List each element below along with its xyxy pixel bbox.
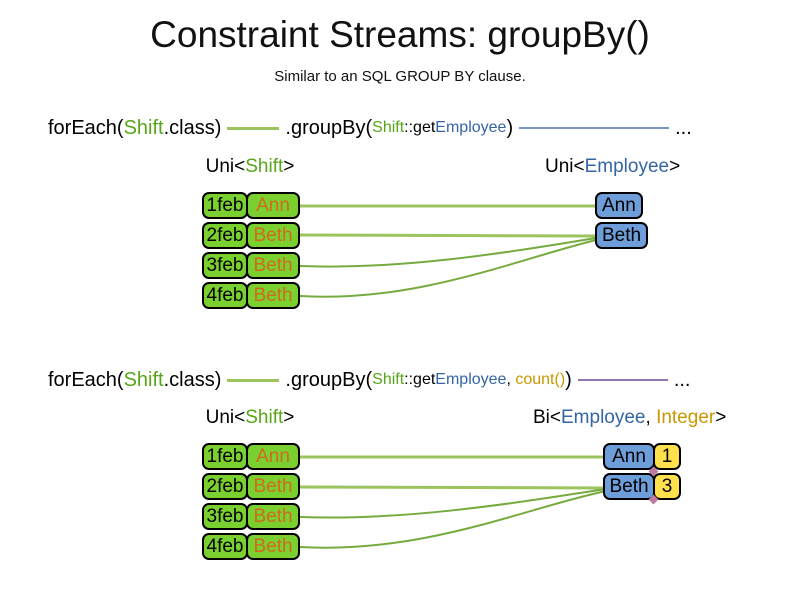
code-arg-type: Employee: [435, 119, 507, 136]
shift-employee-cell: Beth: [246, 473, 300, 500]
source-type-label-2: Uni<Shift>: [205, 407, 295, 428]
code-foreach-close: .class): [163, 116, 222, 139]
shift-table-1: 1feb Ann 2feb Beth 3feb Beth 4feb Beth: [202, 192, 300, 309]
employee-box: Ann: [595, 192, 643, 219]
code-groupby-open: .groupBy(: [285, 368, 373, 391]
code-foreach-arg: Shift: [123, 368, 164, 391]
shift-date-cell: 3feb: [202, 503, 248, 530]
employee-box: Ann: [603, 443, 655, 470]
wire-4feb-beth: [299, 239, 597, 298]
wire-2feb-beth-2: [299, 485, 607, 490]
shift-employee-cell: Beth: [246, 503, 300, 530]
stream-connector-purple: [577, 379, 668, 381]
code-arg-accessor: ::get: [404, 119, 436, 136]
count-box: 3: [653, 473, 681, 500]
wire-3feb-beth-2: [299, 488, 607, 519]
code-foreach-close: .class): [163, 368, 222, 391]
group-result-list-1: Ann Beth: [595, 192, 649, 249]
group-pair-row: Beth 3: [603, 473, 681, 500]
shift-date-cell: 1feb: [202, 443, 248, 470]
code-foreach-open: forEach(: [48, 368, 124, 391]
shift-employee-cell: Beth: [246, 222, 300, 249]
shift-employee-cell: Ann: [246, 192, 300, 219]
page-title: Constraint Streams: groupBy(): [150, 14, 650, 55]
code-foreach-arg: Shift: [123, 116, 164, 139]
code-arg-class: Shift: [372, 119, 405, 136]
table-row: 2feb Beth: [202, 222, 300, 249]
shift-employee-cell: Beth: [246, 282, 300, 309]
code-groupby-close: ): [565, 368, 572, 391]
group-pair-row: Ann 1: [603, 443, 681, 470]
stream-connector-blue: [519, 127, 670, 129]
code-ellipsis: ...: [675, 116, 692, 139]
shift-date-cell: 4feb: [202, 533, 248, 560]
shift-date-cell: 2feb: [202, 473, 248, 500]
code-arg-collector: count(): [515, 371, 566, 388]
table-row: 2feb Beth: [202, 473, 300, 500]
wire-3feb-beth: [299, 237, 597, 268]
stream-connector-green: [227, 378, 280, 382]
table-row: 1feb Ann: [202, 192, 300, 219]
wire-4feb-beth-2: [299, 490, 607, 549]
shift-date-cell: 1feb: [202, 192, 248, 219]
shift-employee-cell: Beth: [246, 252, 300, 279]
table-row: 4feb Beth: [202, 533, 300, 560]
code-foreach-open: forEach(: [48, 116, 124, 139]
shift-date-cell: 2feb: [202, 222, 248, 249]
code-arg-accessor: ::get: [404, 371, 436, 388]
group-result-list-2: Ann 1 Beth 3: [603, 443, 681, 500]
table-row: 4feb Beth: [202, 282, 300, 309]
code-arg-separator: ,: [506, 371, 516, 388]
shift-employee-cell: Ann: [246, 443, 300, 470]
code-arg-class: Shift: [372, 371, 405, 388]
code-groupby-open: .groupBy(: [285, 116, 373, 139]
table-row: 1feb Ann: [202, 443, 300, 470]
code-arg-type: Employee: [435, 371, 507, 388]
result-type-label-2: Bi<Employee, Integer>: [533, 407, 727, 428]
count-box: 1: [653, 443, 681, 470]
shift-employee-cell: Beth: [246, 533, 300, 560]
shift-date-cell: 4feb: [202, 282, 248, 309]
code-ellipsis: ...: [673, 368, 691, 391]
result-type-label: Uni<Employee>: [545, 156, 681, 177]
employee-box: Beth: [603, 473, 655, 500]
table-row: 3feb Beth: [202, 252, 300, 279]
shift-table-2: 1feb Ann 2feb Beth 3feb Beth 4feb Beth: [202, 443, 300, 560]
source-type-label: Uni<Shift>: [205, 156, 295, 177]
wire-2feb-beth: [299, 233, 597, 238]
code-groupby-close: ): [506, 116, 514, 139]
employee-box: Beth: [595, 222, 649, 249]
stream-connector-green: [227, 126, 280, 130]
page-subtitle: Similar to an SQL GROUP BY clause.: [274, 68, 526, 85]
table-row: 3feb Beth: [202, 503, 300, 530]
code-line-groupby-count: forEach(Shift.class) .groupBy(Shift::get…: [48, 366, 690, 394]
code-line-groupby: forEach(Shift.class) .groupBy(Shift::get…: [48, 114, 692, 142]
shift-date-cell: 3feb: [202, 252, 248, 279]
